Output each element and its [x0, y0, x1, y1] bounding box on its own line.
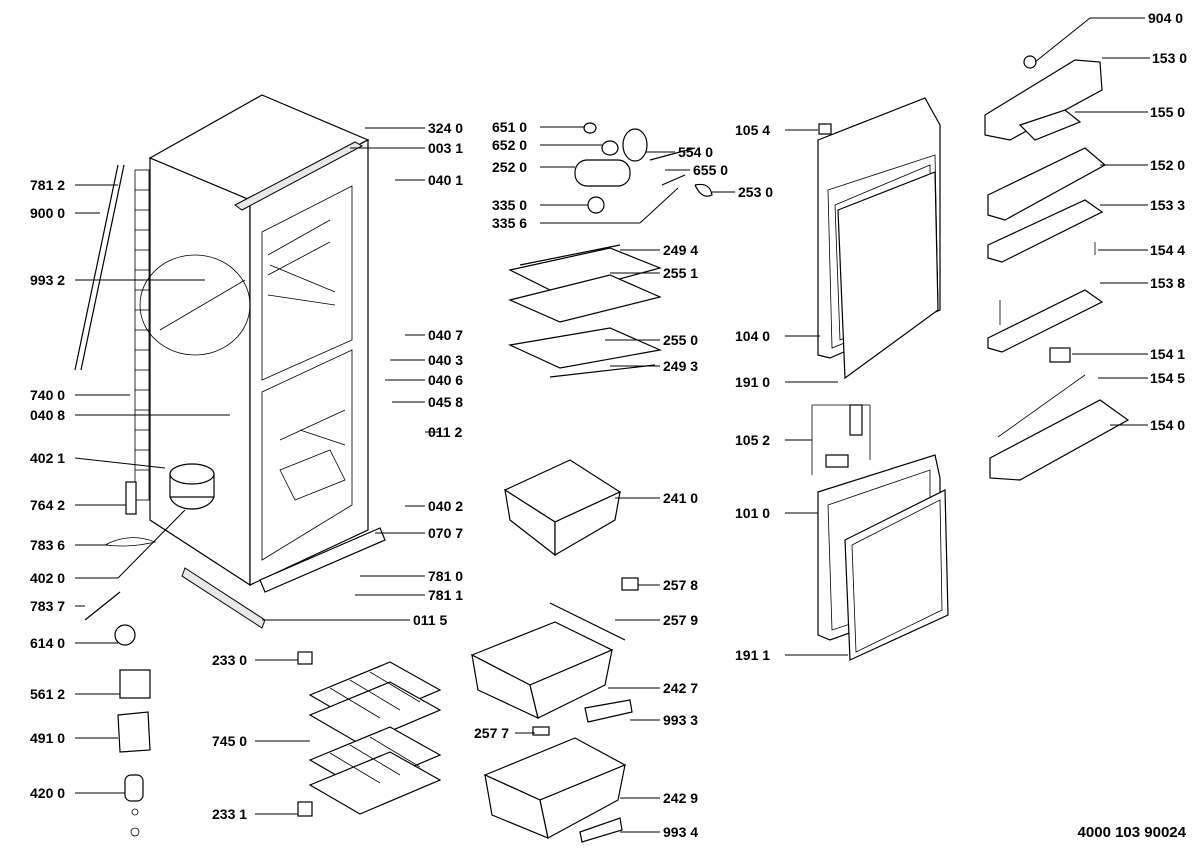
callout-651-0: 651 0 [492, 119, 527, 135]
callout-257-7: 257 7 [474, 725, 509, 741]
callout-745-0: 745 0 [212, 733, 247, 749]
callout-154-4: 154 4 [1150, 242, 1185, 258]
callout-104-0: 104 0 [735, 328, 770, 344]
callout-324-0: 324 0 [428, 120, 463, 136]
callout-781-2: 781 2 [30, 177, 65, 193]
callout-233-1: 233 1 [212, 806, 247, 822]
callout-257-9: 257 9 [663, 612, 698, 628]
callout-255-0: 255 0 [663, 332, 698, 348]
callout-993-3: 993 3 [663, 712, 698, 728]
callout-241-0: 241 0 [663, 490, 698, 506]
callout-335-0: 335 0 [492, 197, 527, 213]
callout-040-2: 040 2 [428, 498, 463, 514]
callout-252-0: 252 0 [492, 159, 527, 175]
callout-070-7: 070 7 [428, 525, 463, 541]
callout-783-6: 783 6 [30, 537, 65, 553]
cabinet-body [74, 94, 386, 837]
callout-561-2: 561 2 [30, 686, 65, 702]
callout-011-5: 011 5 [413, 612, 447, 628]
callout-154-0: 154 0 [1150, 417, 1185, 433]
wire-shelves [297, 651, 442, 817]
callout-040-7: 040 7 [428, 327, 463, 343]
callout-783-7: 783 7 [30, 598, 65, 614]
callout-242-7: 242 7 [663, 680, 698, 696]
callout-153-3: 153 3 [1150, 197, 1185, 213]
callout-764-2: 764 2 [30, 497, 65, 513]
callout-153-8: 153 8 [1150, 275, 1185, 291]
callout-402-0: 402 0 [30, 570, 65, 586]
callout-233-0: 233 0 [212, 652, 247, 668]
callout-155-0: 155 0 [1150, 104, 1185, 120]
callout-040-1: 040 1 [428, 172, 463, 188]
callout-105-4: 105 4 [735, 122, 770, 138]
callout-335-6: 335 6 [492, 215, 527, 231]
callout-655-0: 655 0 [693, 162, 728, 178]
callout-003-1: 003 1 [428, 140, 463, 156]
doors [811, 97, 949, 661]
callout-781-0: 781 0 [428, 568, 463, 584]
callout-040-3: 040 3 [428, 352, 463, 368]
callout-152-0: 152 0 [1150, 157, 1185, 173]
callout-011-2: 011 2 [428, 424, 462, 440]
callout-402-1: 402 1 [30, 450, 65, 466]
callout-420-0: 420 0 [30, 785, 65, 801]
callout-101-0: 101 0 [735, 505, 770, 521]
callout-257-8: 257 8 [663, 577, 698, 593]
callout-993-4: 993 4 [663, 824, 698, 840]
callout-045-8: 045 8 [428, 394, 463, 410]
door-shelves [984, 55, 1130, 481]
callout-154-1: 154 1 [1150, 346, 1185, 362]
callout-040-8: 040 8 [30, 407, 65, 423]
middle-parts [470, 122, 713, 843]
callout-781-1: 781 1 [428, 587, 463, 603]
callout-993-2: 993 2 [30, 272, 65, 288]
callout-255-1: 255 1 [663, 265, 698, 281]
leader-lines [74, 17, 1150, 833]
callout-900-0: 900 0 [30, 205, 65, 221]
callout-040-6: 040 6 [428, 372, 463, 388]
document-number: 4000 103 90024 [1077, 824, 1186, 841]
callout-191-1: 191 1 [735, 647, 770, 663]
callout-614-0: 614 0 [30, 635, 65, 651]
callout-105-2: 105 2 [735, 432, 770, 448]
callout-652-0: 652 0 [492, 137, 527, 153]
callout-904-0: 904 0 [1148, 10, 1183, 26]
callout-labels: 904 0 153 0 155 0 152 0 153 3 154 4 153 … [30, 10, 1187, 840]
callout-740-0: 740 0 [30, 387, 65, 403]
callout-249-4: 249 4 [663, 242, 698, 258]
callout-153-0: 153 0 [1152, 50, 1187, 66]
callout-491-0: 491 0 [30, 730, 65, 746]
callout-249-3: 249 3 [663, 358, 698, 374]
callout-554-0: 554 0 [678, 144, 713, 160]
callout-253-0: 253 0 [738, 184, 773, 200]
callout-191-0: 191 0 [735, 374, 770, 390]
callout-154-5: 154 5 [1150, 370, 1185, 386]
callout-242-9: 242 9 [663, 790, 698, 806]
